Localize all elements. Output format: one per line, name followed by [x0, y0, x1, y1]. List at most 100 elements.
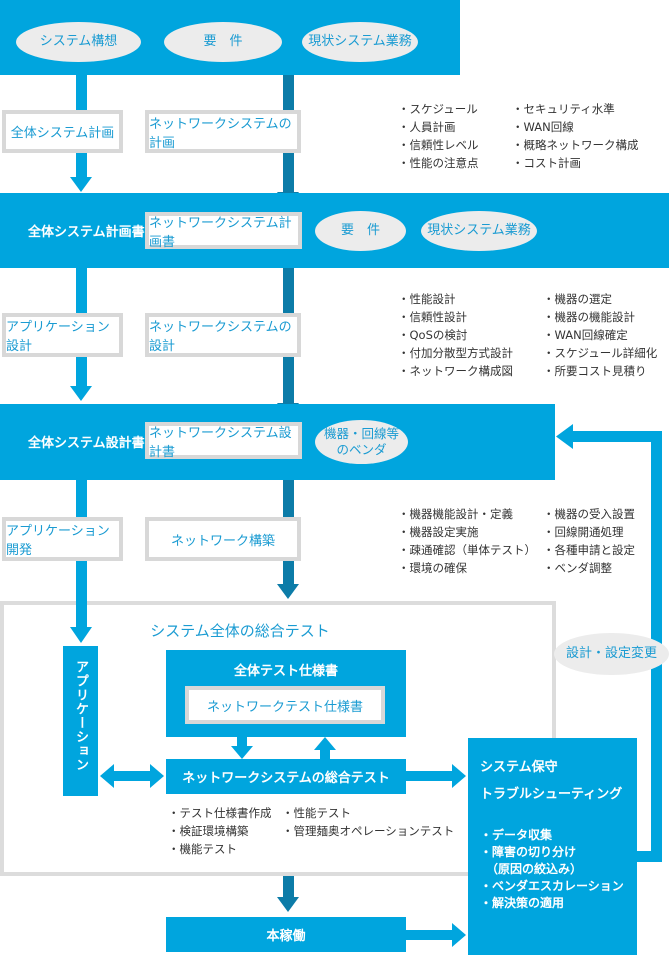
oval-requirements: 要 件: [315, 211, 406, 251]
vendor-line2: のベンダ: [336, 442, 387, 457]
build-notes-col1: ・機器機能設計・定義 ・機器設定実施 ・疎通確認（単体テスト） ・環境の確保: [398, 505, 536, 577]
design-notes-col1: ・性能設計 ・信頼性設計 ・QoSの検討 ・付加分散型方式設計 ・ネットワーク構…: [398, 290, 513, 380]
arrow-down-icon: [277, 897, 299, 912]
feedback-line-bottom: [637, 851, 662, 862]
note-item: ・スケジュール: [398, 102, 478, 116]
design-notes-col2: ・機器の選定 ・機器の機能設計 ・WAN回線確定 ・スケジュール詳細化 ・所要コ…: [543, 290, 657, 380]
note-item: ・回線開通処理: [543, 525, 624, 539]
note-item: ・スケジュール詳細化: [543, 346, 658, 360]
network-test-spec-box: ネットワークテスト仕様書: [185, 686, 385, 724]
network-integration-test-box: ネットワークシステムの総合テスト: [166, 759, 406, 794]
box-network-system-plan-doc: ネットワークシステム計画書: [145, 212, 302, 250]
note-item: ・テスト仕様書作成: [168, 806, 272, 820]
box-network-system-design: ネットワークシステムの設計: [145, 313, 301, 357]
overall-system-design-doc: 全体システム設計書: [28, 435, 145, 451]
arrow-down-icon: [70, 177, 92, 192]
oval-vendor: 機器・回線等 のベンダ: [315, 420, 408, 464]
note-item: ・管理麺奥オペレーションテスト: [282, 824, 455, 838]
note-item: ・QoSの検討: [398, 328, 468, 342]
arrow-down-icon: [70, 386, 92, 401]
note-item: ・所要コスト見積り: [543, 364, 647, 378]
connector-line: [76, 561, 87, 628]
oval-requirements: 要 件: [164, 22, 282, 62]
maintenance-box: システム保守 トラブルシューティング ・データ収集 ・障害の切り分け （原因の絞…: [468, 738, 637, 955]
arrow-down-icon: [231, 746, 253, 759]
maintenance-items: ・データ収集 ・障害の切り分け （原因の絞込み） ・ベンダエスカレーション ・解…: [480, 827, 637, 912]
note-item: ・性能の注意点: [398, 156, 479, 170]
oval-system-concept: システム構想: [16, 22, 141, 62]
connector-line: [76, 480, 87, 518]
note-item: ・セキュリティ水準: [512, 102, 615, 116]
connector-line: [76, 357, 87, 387]
maintenance-item: ・障害の切り分け: [480, 845, 577, 859]
maintenance-title-2: トラブルシューティング: [480, 787, 623, 802]
arrow-down-icon: [70, 627, 92, 643]
production-box: 本稼働: [166, 917, 406, 952]
connector-line: [283, 357, 294, 405]
note-item: ・概略ネットワーク構成: [512, 138, 639, 152]
note-item: ・疎通確認（単体テスト）: [398, 543, 536, 557]
vendor-line1: 機器・回線等: [323, 425, 399, 441]
oval-current-business: 現状システム業務: [302, 22, 418, 62]
connector-line: [283, 561, 294, 585]
box-overall-system-plan: 全体システム計画: [2, 110, 123, 153]
note-item: ・ネットワーク構成図: [398, 364, 513, 378]
note-item: ・各種申請と設定: [543, 543, 635, 557]
feedback-line-top: [572, 431, 662, 442]
note-item: ・WAN回線確定: [543, 328, 628, 342]
test-notes-col1: ・テスト仕様書作成 ・検証環境構築 ・機能テスト: [168, 804, 272, 858]
arrow-down-icon: [277, 584, 299, 599]
note-item: ・機器設定実施: [398, 525, 479, 539]
connector-line: [237, 737, 247, 747]
overall-test-spec-label: 全体テスト仕様書: [233, 664, 338, 679]
note-item: ・WAN回線: [512, 120, 574, 134]
arrow-left-icon: [556, 424, 573, 449]
note-item: ・機器機能設計・定義: [398, 507, 513, 521]
arrow-right-icon: [406, 923, 466, 947]
maintenance-item: （原因の絞込み）: [480, 862, 583, 876]
note-item: ・人員計画: [398, 120, 456, 134]
maintenance-title-1: システム保守: [480, 760, 558, 775]
connector-line: [283, 876, 294, 898]
note-item: ・検証環境構築: [168, 824, 249, 838]
note-item: ・信頼性設計: [398, 310, 467, 324]
connector-line: [283, 268, 294, 314]
note-item: ・ベンダ調整: [543, 561, 612, 575]
connector-line: [283, 75, 294, 110]
box-application-design: アプリケーション設計: [2, 313, 123, 357]
plan-notes-col2: ・セキュリティ水準 ・WAN回線 ・概略ネットワーク構成 ・コスト計画: [512, 100, 639, 172]
note-item: ・機能テスト: [168, 842, 237, 856]
connector-line: [76, 75, 87, 110]
maintenance-item: ・データ収集: [480, 828, 553, 842]
maintenance-item: ・解決策の適用: [480, 896, 565, 910]
box-network-system-plan: ネットワークシステムの計画: [145, 110, 301, 153]
oval-design-change: 設計・設定変更: [554, 633, 669, 675]
connector-line: [76, 268, 87, 314]
box-network-system-design-doc: ネットワークシステム設計書: [145, 422, 302, 460]
maintenance-item: ・ベンダエスカレーション: [480, 879, 624, 893]
box-network-build: ネットワーク構築: [145, 517, 301, 561]
note-item: ・機器の機能設計: [543, 310, 635, 324]
application-label: アプリケーション: [73, 660, 88, 772]
overall-system-plan-doc: 全体システム計画書: [28, 224, 145, 240]
integration-test-title: システム全体の総合テスト: [150, 622, 330, 640]
note-item: ・性能設計: [398, 292, 456, 306]
arrow-up-icon: [314, 737, 336, 750]
oval-current-business: 現状システム業務: [421, 211, 537, 251]
note-item: ・付加分散型方式設計: [398, 346, 513, 360]
note-item: ・信頼性レベル: [398, 138, 479, 152]
build-notes-col2: ・機器の受入設置 ・回線開通処理 ・各種申請と設定 ・ベンダ調整: [543, 505, 635, 577]
test-notes-col2: ・性能テスト ・管理麺奥オペレーションテスト: [282, 804, 454, 840]
connector-line: [283, 153, 294, 193]
double-arrow-icon: [100, 764, 164, 788]
connector-line: [76, 153, 87, 178]
note-item: ・環境の確保: [398, 561, 467, 575]
note-item: ・性能テスト: [282, 806, 351, 820]
note-item: ・コスト計画: [512, 156, 581, 170]
application-box: アプリケーション: [63, 646, 98, 796]
arrow-right-icon: [406, 764, 466, 788]
note-item: ・機器の選定: [543, 292, 612, 306]
connector-line: [283, 480, 294, 518]
box-application-development: アプリケーション開発: [2, 517, 123, 561]
connector-line: [320, 749, 330, 759]
